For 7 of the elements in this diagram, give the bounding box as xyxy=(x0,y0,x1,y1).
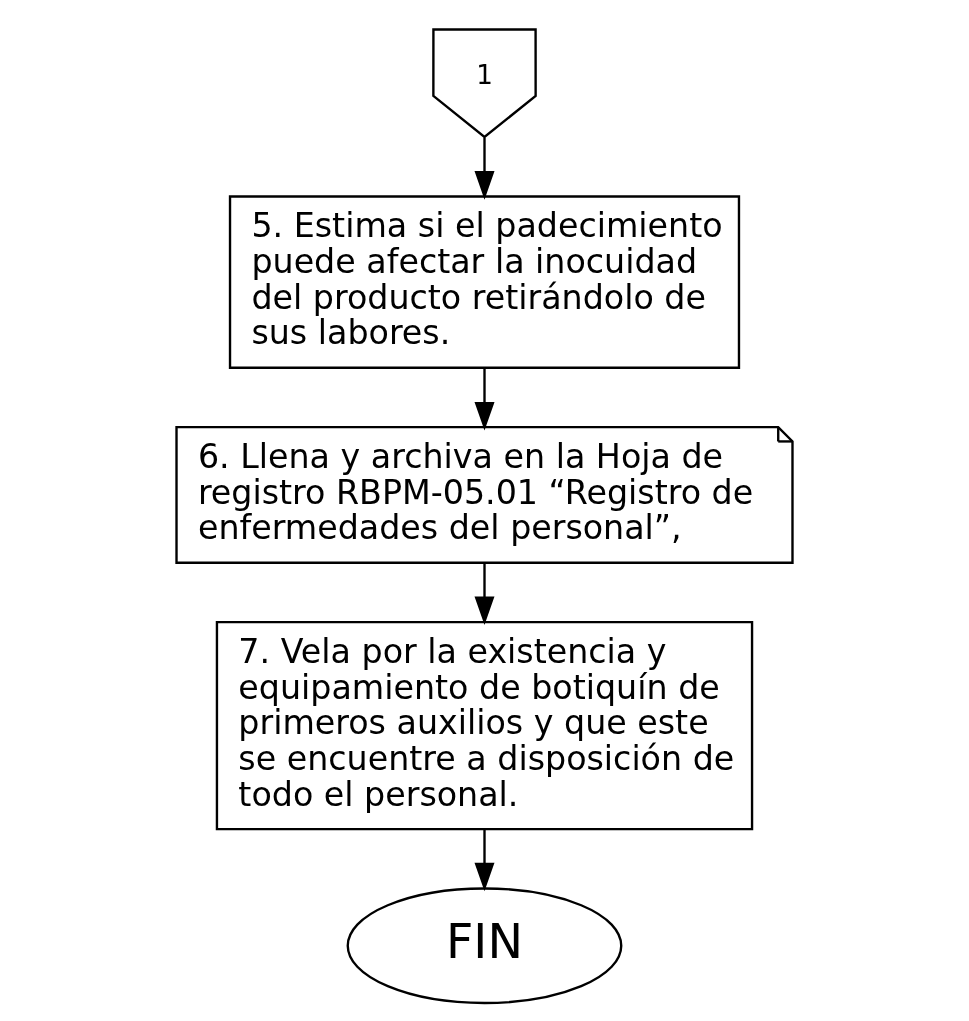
node-ellipse: FIN xyxy=(346,887,623,1005)
node-box: 7. Vela por la existencia y equipamiento de botiquín de primeros auxilios y que este se encuentre a disposición de todo el personal. xyxy=(215,621,754,831)
arrow xyxy=(474,137,495,200)
arrow xyxy=(474,829,495,892)
arrow xyxy=(474,367,495,431)
arrow xyxy=(474,563,495,626)
node-box: 5. Estima si el padecimiento puede afectar la inocuidad del producto retirándolo de sus labores. xyxy=(228,195,741,369)
